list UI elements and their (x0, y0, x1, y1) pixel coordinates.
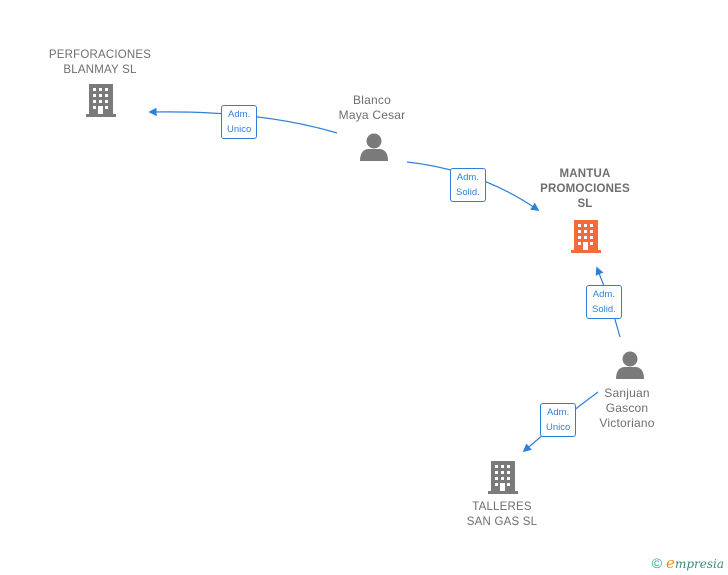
brand-rest: mpresia (674, 557, 724, 571)
edge-label-blanco-perforaciones[interactable]: Adm. Unico (221, 105, 258, 139)
label-line: Victoriano (599, 416, 655, 430)
brand-initial: e (666, 554, 675, 572)
label-line: Sanjuan (604, 386, 650, 400)
edge-label-line: Adm. (547, 407, 570, 418)
node-label-blanco[interactable]: Blanco Maya Cesar (339, 93, 406, 123)
edge-label-blanco-mantua[interactable]: Adm. Solid. (450, 168, 486, 202)
building-icon[interactable] (86, 84, 116, 117)
edge-label-sanjuan-mantua[interactable]: Adm. Solid. (586, 285, 622, 319)
edge-label-line: Solid. (456, 187, 480, 198)
label-line: Gascon (605, 401, 649, 415)
person-icon[interactable] (360, 133, 388, 162)
edge-label-line: Unico (227, 124, 252, 135)
node-label-sanjuan[interactable]: Sanjuan Gascon Victoriano (599, 386, 654, 431)
footer-brand[interactable]: © empresia (652, 554, 724, 572)
edge-label-line: Solid. (592, 304, 616, 315)
person-icon[interactable] (616, 351, 644, 380)
node-label-mantua[interactable]: MANTUA PROMOCIONES SL (540, 167, 630, 212)
label-line: PERFORACIONES (48, 49, 152, 61)
edge-label-line: Adm. (456, 172, 479, 183)
edge-label-line: Unico (546, 422, 571, 433)
edge-label-sanjuan-talleres[interactable]: Adm. Unico (540, 403, 577, 437)
node-label-talleres[interactable]: TALLERES SAN GAS SL (467, 500, 537, 530)
label-line: MANTUA (559, 168, 611, 180)
building-icon[interactable] (488, 461, 518, 494)
label-line: Maya Cesar (338, 108, 406, 122)
label-line: PROMOCIONES (540, 183, 630, 195)
label-line: BLANMAY SL (63, 64, 137, 76)
edge-label-line: Adm. (228, 109, 251, 120)
label-line: SAN GAS SL (466, 516, 538, 528)
label-line: TALLERES (472, 501, 532, 513)
brand-logo: empresia (666, 554, 724, 572)
copyright-icon: © (651, 555, 663, 571)
node-label-perforaciones[interactable]: PERFORACIONES BLANMAY SL (49, 48, 151, 78)
label-line: SL (577, 198, 593, 210)
building-icon[interactable] (571, 220, 601, 253)
label-line: Blanco (353, 93, 391, 107)
edge-label-line: Adm. (592, 289, 615, 300)
